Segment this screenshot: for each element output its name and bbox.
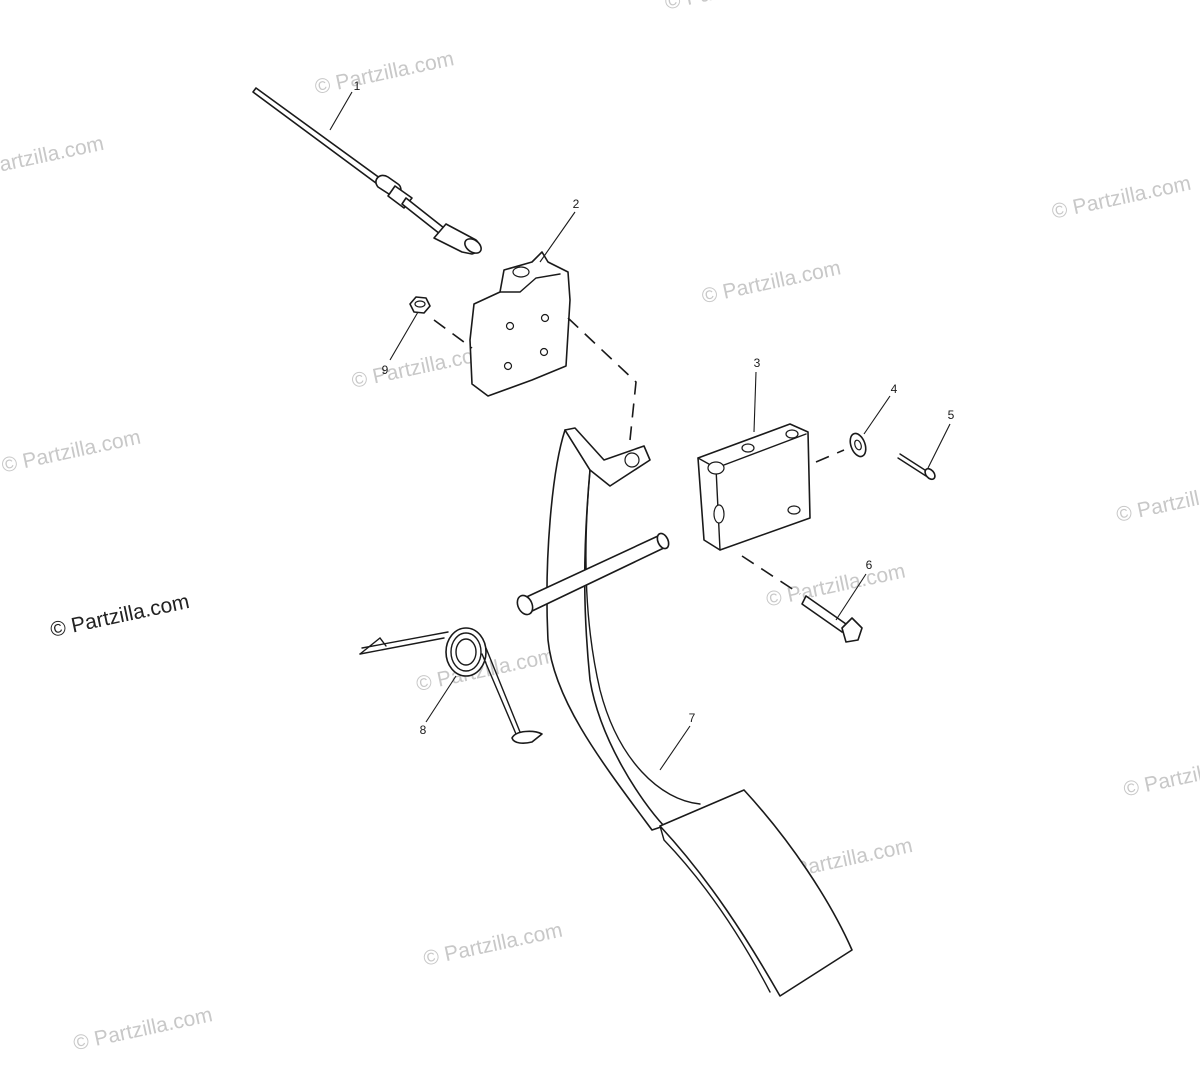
assembly-line — [433, 319, 473, 349]
watermark: © Partzilla.com — [700, 256, 843, 308]
part-3-block — [697, 423, 811, 551]
callout-line — [425, 675, 457, 723]
callout-8: 8 — [420, 723, 427, 737]
watermark: © Partzilla.com — [1114, 475, 1200, 527]
callout-line — [927, 423, 951, 469]
assembly-line — [815, 449, 845, 463]
watermark: © Partzilla.com — [1050, 172, 1193, 224]
callout-6: 6 — [866, 558, 873, 572]
callout-line — [863, 395, 891, 435]
callout-9: 9 — [382, 363, 389, 377]
watermark: © Partzilla.com — [663, 0, 806, 14]
part-9-nut — [409, 296, 431, 314]
callout-line — [659, 725, 691, 771]
watermark: © Partzilla.com — [0, 132, 106, 184]
callout-2: 2 — [573, 197, 580, 211]
watermark: © Partzilla.com — [0, 426, 143, 478]
watermark-primary: © Partzilla.com — [48, 590, 191, 642]
part-2-bracket-plate — [469, 251, 571, 397]
callout-1: 1 — [354, 79, 361, 93]
callout-line — [835, 573, 867, 621]
part-4-washer — [849, 432, 867, 458]
part-5-cotter-pin — [897, 453, 936, 481]
part-7-pedal-arm — [546, 427, 853, 997]
callout-line — [329, 91, 353, 131]
part-1-cable — [252, 87, 482, 255]
callout-line — [539, 211, 576, 263]
callout-7: 7 — [689, 711, 696, 725]
pivot-shaft — [516, 532, 670, 616]
part-6-bolt — [801, 595, 863, 643]
assembly-line — [741, 555, 801, 595]
watermark: © Partzilla.com — [71, 1003, 214, 1055]
part-8-spring — [359, 627, 543, 744]
assembly-line — [567, 317, 637, 441]
callout-line — [753, 371, 757, 433]
watermark: © Partzilla.com — [313, 47, 456, 99]
callout-3: 3 — [754, 356, 761, 370]
callout-4: 4 — [891, 382, 898, 396]
watermark: © Partzilla.com — [1121, 749, 1200, 801]
callout-5: 5 — [948, 408, 955, 422]
callout-line — [389, 311, 419, 361]
watermark: © Partzilla.com — [421, 919, 564, 971]
